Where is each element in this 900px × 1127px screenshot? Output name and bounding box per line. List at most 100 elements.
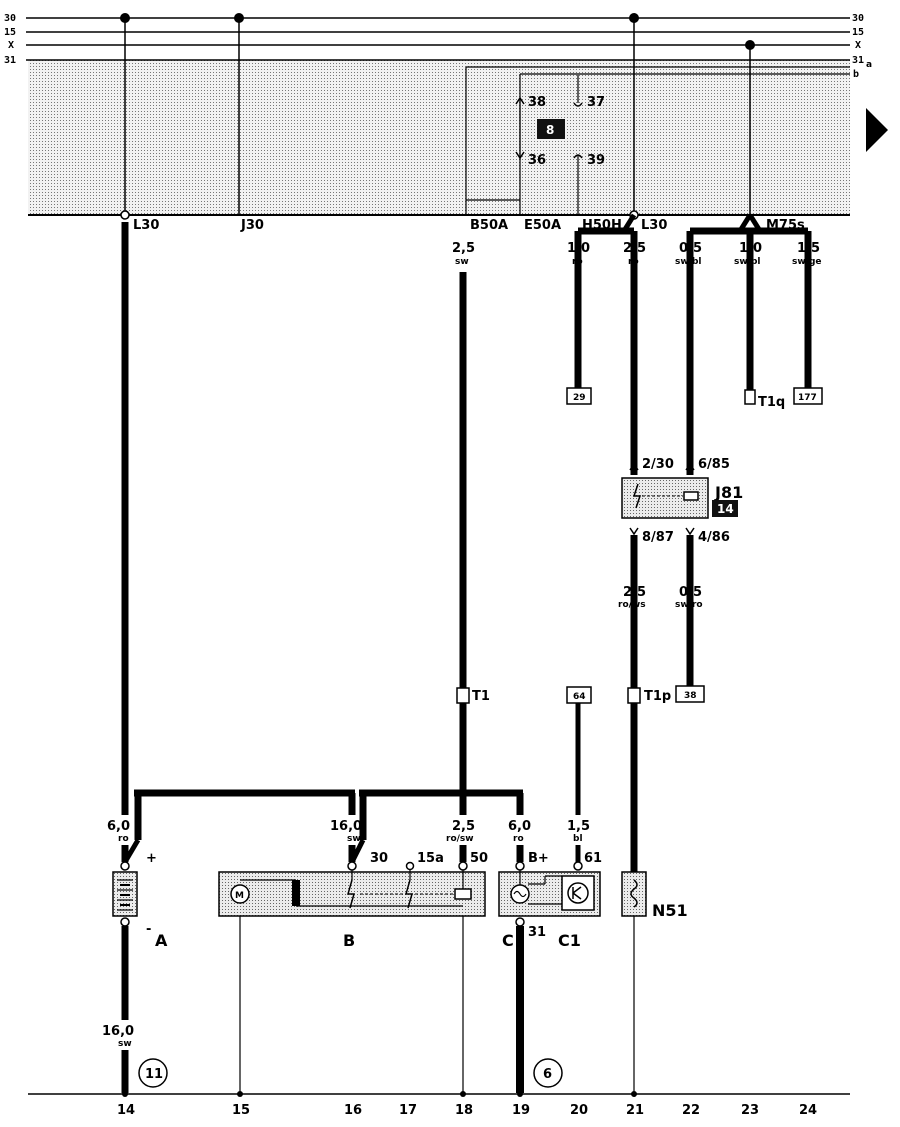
relay-j81: 2/30 6/85 J81 14 8/87 4/86 — [621, 457, 743, 545]
column-16: 16 — [344, 1103, 362, 1118]
starter-b: M 30 15a 50 B — [218, 851, 488, 950]
j81-number-badge — [712, 500, 738, 517]
relay-panel — [28, 60, 850, 215]
ref-177: 177 — [798, 393, 817, 403]
rail-b-label: b — [853, 69, 859, 80]
battery-label: A — [155, 931, 168, 950]
wire-14-color: ro — [118, 834, 129, 844]
starter-motor-symbol: M — [235, 891, 244, 901]
wire-22-color: sw/bl — [675, 257, 702, 267]
wire-14-bottom-size: 16,0 — [102, 1024, 134, 1039]
pin-39: 39 — [587, 153, 605, 168]
wire-22-bottom-color: sw/ro — [675, 600, 703, 610]
battery-minus: - — [146, 922, 151, 937]
regulator-label: C1 — [558, 931, 581, 950]
wire-16-color: sw — [347, 834, 361, 844]
j81-pin-2-30: 2/30 — [642, 457, 674, 472]
rail-x-left: X — [8, 40, 14, 51]
relay-number-badge — [537, 119, 565, 139]
wire-20-bottom-size: 1,5 — [567, 819, 590, 834]
starter-terminal-15a: 15a — [417, 851, 444, 866]
wire-21-size: 2,5 — [623, 241, 646, 256]
wire-20-size: 1,0 — [567, 241, 590, 256]
rail-x-right: X — [855, 40, 861, 51]
glow-plug-label: N51 — [652, 901, 688, 920]
alternator-label: C — [502, 931, 514, 950]
column-18: 18 — [455, 1103, 473, 1118]
starter-terminal-50: 50 — [470, 851, 488, 866]
column-21: 21 — [626, 1103, 644, 1118]
j81-pin-4-86: 4/86 — [698, 530, 730, 545]
battery-a: + - A — [112, 851, 168, 950]
wire-20-color: ro — [572, 257, 583, 267]
column-22: 22 — [682, 1103, 700, 1118]
wire-18-color: sw — [455, 257, 469, 267]
wire-21-bottom-color: ro/ws — [618, 600, 646, 610]
connector-t1q: T1q — [758, 395, 785, 410]
rail-15-right: 15 — [852, 27, 864, 38]
column-17: 17 — [399, 1103, 417, 1118]
wire-23-color: sw/bl — [734, 257, 761, 267]
j81-label: J81 — [714, 483, 743, 502]
column-19: 19 — [512, 1103, 530, 1118]
wire-19-size: 6,0 — [508, 819, 531, 834]
rail-31-right: 31 — [852, 55, 864, 66]
column-24: 24 — [799, 1103, 817, 1118]
connector-b50a: B50A — [470, 218, 508, 233]
connector-l30-left: L30 — [133, 218, 159, 233]
alternator-terminal-bplus: B+ — [528, 851, 549, 866]
ref-29: 29 — [573, 393, 586, 403]
wire-22-size: 0,5 — [679, 241, 702, 256]
j81-pin-6-85: 6/85 — [698, 457, 730, 472]
starter-label: B — [343, 931, 355, 950]
connector-e50a: E50A — [524, 218, 561, 233]
alternator-terminal-31: 31 — [528, 925, 546, 940]
wire-23-size: 1,0 — [739, 241, 762, 256]
column-numbers: 14 15 16 17 18 19 20 21 22 23 24 — [117, 1103, 817, 1118]
wire-22-bottom-size: 0,5 — [679, 585, 702, 600]
pin-38: 38 — [528, 95, 546, 110]
wire-21-color: ro — [628, 257, 639, 267]
ground-11-marker — [138, 1058, 168, 1088]
power-rails: 30 15 X 31 30 15 X 31 a b — [4, 13, 872, 215]
wire-18-bottom-size: 2,5 — [452, 819, 475, 834]
ref-64: 64 — [573, 692, 586, 702]
wire-18-bottom-color: ro/sw — [446, 834, 474, 844]
rail-a-label: a — [866, 60, 872, 70]
j81-number: 14 — [717, 502, 734, 516]
column-15: 15 — [232, 1103, 250, 1118]
column-23: 23 — [741, 1103, 759, 1118]
connector-j30: J30 — [240, 218, 264, 233]
j81-pin-8-87: 8/87 — [642, 530, 674, 545]
battery-plus: + — [146, 851, 157, 866]
column-20: 20 — [570, 1103, 588, 1118]
ref-38: 38 — [684, 691, 697, 701]
alternator-terminal-61: 61 — [584, 851, 602, 866]
wire-21-bottom-size: 2,5 — [623, 585, 646, 600]
glow-plug-n51: N51 — [621, 871, 688, 920]
rail-15-left: 15 — [4, 27, 16, 38]
wire-14-bottom-color: sw — [118, 1039, 132, 1049]
wire-24-size: 1,5 — [797, 241, 820, 256]
pin-36: 36 — [528, 153, 546, 168]
rail-30-right: 30 — [852, 13, 864, 24]
connector-t1: T1 — [472, 689, 490, 704]
column-14: 14 — [117, 1103, 135, 1118]
wire-14-size: 6,0 — [107, 819, 130, 834]
wire-24-color: sw/ge — [792, 257, 822, 267]
ground-6: 6 — [543, 1067, 552, 1082]
ground-11: 11 — [145, 1067, 163, 1082]
pin-37: 37 — [587, 95, 605, 110]
relay-number: 8 — [546, 123, 554, 137]
wire-19-color: ro — [513, 834, 524, 844]
ground-6-marker — [533, 1058, 563, 1088]
connector-t1p: T1p — [644, 689, 671, 704]
wire-18-size: 2,5 — [452, 241, 475, 256]
continuation-arrow-icon — [866, 108, 888, 152]
connector-l30-right: L30 — [641, 218, 667, 233]
wire-16-size: 16,0 — [330, 819, 362, 834]
rail-30-left: 30 — [4, 13, 16, 24]
starter-terminal-30: 30 — [370, 851, 388, 866]
relay-8: 38 37 36 39 8 — [466, 75, 605, 215]
